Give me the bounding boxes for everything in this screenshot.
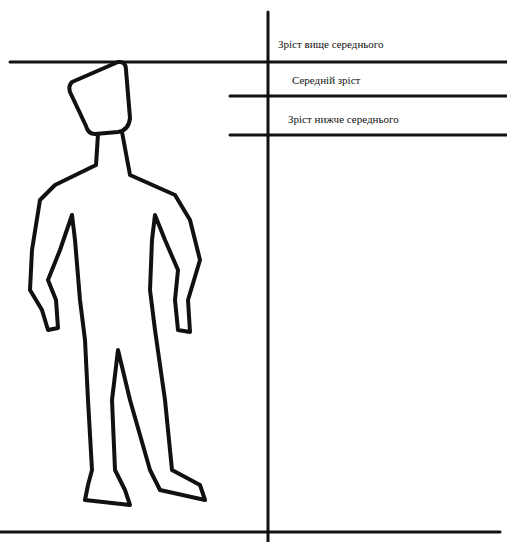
figure-head bbox=[69, 62, 130, 134]
height-label: Зріст вище середнього bbox=[278, 38, 384, 51]
height-label: Зріст нижче середнього bbox=[288, 113, 399, 126]
figure-body bbox=[30, 132, 205, 505]
height-line bbox=[10, 61, 507, 64]
ground-line bbox=[0, 531, 500, 534]
height-line bbox=[230, 95, 507, 98]
vertical-line bbox=[267, 12, 270, 542]
height-line bbox=[230, 134, 507, 137]
height-label: Середній зріст bbox=[292, 74, 360, 87]
